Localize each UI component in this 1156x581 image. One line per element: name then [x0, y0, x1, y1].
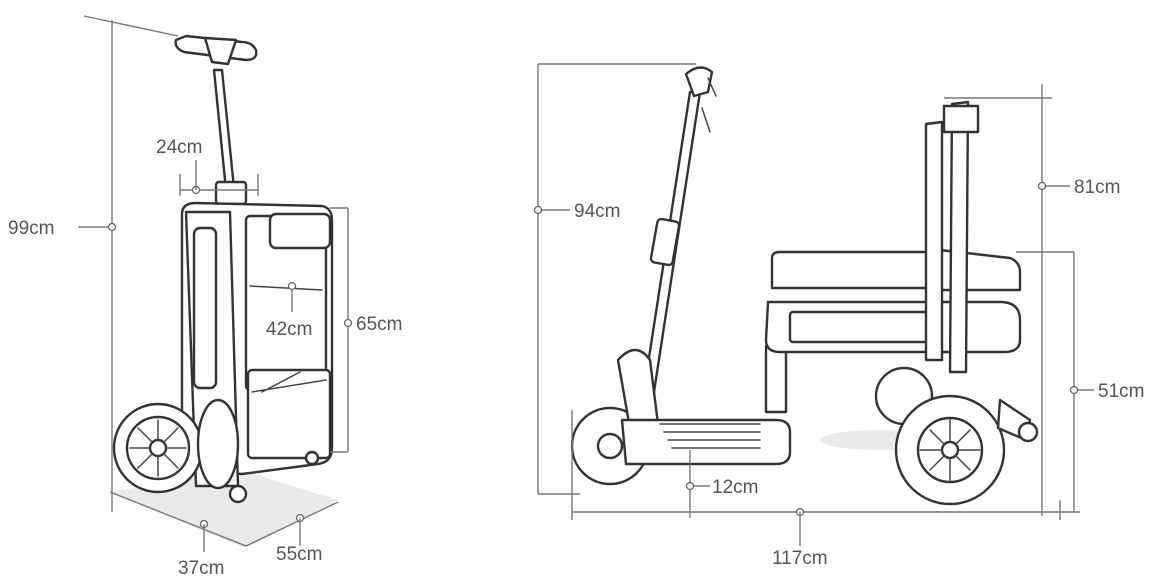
label-handle-width: 24cm	[156, 137, 202, 158]
label-total-height: 94cm	[574, 201, 620, 222]
folded-dimension-lines	[78, 15, 353, 552]
label-deck-clearance: 12cm	[712, 477, 758, 498]
folded-scooter-drawing	[110, 34, 338, 548]
label-body-height: 65cm	[356, 314, 402, 335]
label-seat-back-height: 81cm	[1074, 177, 1120, 198]
unfolded-dimension-lines	[533, 63, 1094, 546]
label-seat-height: 51cm	[1098, 381, 1144, 402]
label-folded-height: 99cm	[8, 218, 54, 239]
label-folded-length: 55cm	[276, 544, 322, 565]
label-total-length: 117cm	[772, 548, 828, 569]
unfolded-scooter-drawing	[570, 66, 1039, 506]
label-folded-depth: 37cm	[178, 558, 224, 579]
label-body-width: 42cm	[266, 319, 312, 340]
